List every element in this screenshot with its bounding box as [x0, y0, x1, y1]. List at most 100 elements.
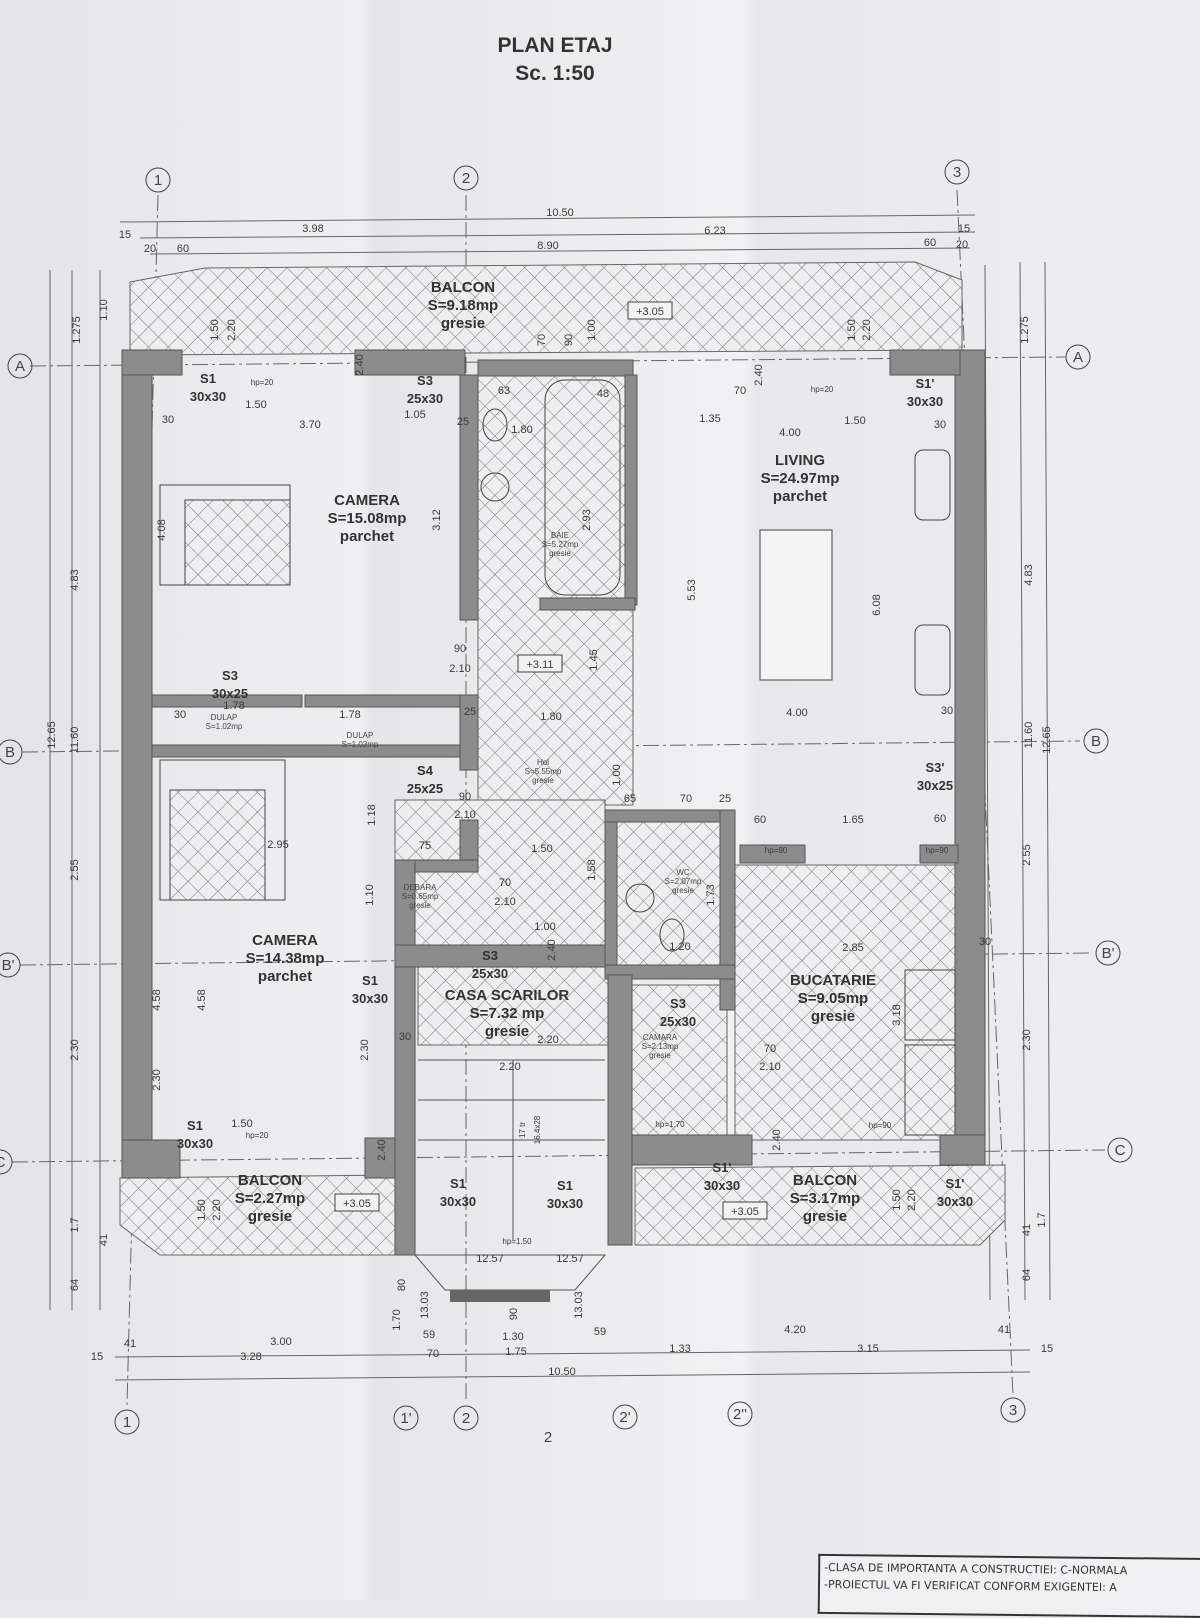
dimension-label: 1.50 [196, 1199, 208, 1220]
dimension-label: 2.30 [151, 1069, 163, 1090]
window-code: S3 [670, 996, 686, 1011]
level-marks: +3.05+3.11+3.05+3.05 [334, 301, 768, 1220]
room-name: DULAP [347, 731, 374, 740]
dimension-label: 30 [941, 705, 953, 717]
room-area: S=1.02mp [342, 740, 379, 749]
walls [121, 349, 986, 1256]
dimension-label: 1.50 [531, 843, 552, 855]
dimension-label: 1.50 [844, 415, 865, 427]
dimension-label: 1.70 [391, 1309, 403, 1330]
dimension-label: 1.05 [404, 409, 425, 421]
dimension-label: 10.50 [546, 207, 574, 219]
dimension-label: 2.10 [449, 663, 470, 675]
dimension-label: 1.50 [891, 1189, 903, 1210]
plan-title: PLAN ETAJ [497, 34, 612, 57]
room-name: BALCON [238, 1172, 302, 1189]
dimension-label: 75 [419, 840, 431, 852]
dimension-label: hp=20 [811, 385, 834, 394]
room-finish: parchet [340, 528, 394, 545]
axis-bubble-left: B [0, 739, 23, 765]
window-label: S3'30x25 [917, 760, 953, 793]
dimension-label: 30 [934, 419, 946, 431]
dimension-label: 2.40 [753, 364, 765, 385]
room-area: S=2.07mp [665, 877, 702, 886]
dimension-label: 2.40 [354, 354, 366, 375]
axis-label: B [5, 744, 15, 761]
axis-label: C [0, 1154, 6, 1171]
dimension-label: 1.50 [846, 319, 858, 340]
hall-lower-floor [394, 799, 606, 966]
dimension-label: 70 [680, 793, 692, 805]
room-area: S=5.27mp [542, 540, 579, 549]
axis-label: 2'' [733, 1406, 747, 1423]
dimension-label: 1.80 [511, 424, 532, 436]
axis-circle [1095, 940, 1121, 966]
axis-bubble-right: B' [1095, 940, 1121, 966]
dimension-label: 90 [459, 791, 471, 803]
dimension-label: 2.95 [267, 839, 288, 851]
note-line: -PROIECTUL VA FI VERIFICAT CONFORM EXIGE… [823, 1577, 1117, 1595]
axis-label: 1' [400, 1410, 411, 1427]
dimension-label: 41 [98, 1234, 110, 1246]
dimension-label: 60 [177, 243, 189, 255]
axis-circle [7, 353, 33, 379]
axis-label: 1 [154, 172, 162, 189]
dimension-label: 90 [563, 334, 575, 346]
level-box [334, 1193, 380, 1212]
dimension-label: 64 [1021, 1269, 1033, 1281]
axis-circle [0, 952, 21, 978]
dimension-label: 1.30 [502, 1331, 523, 1343]
level-label: +3.05 [343, 1198, 371, 1210]
dimension-label: hp=20 [251, 378, 274, 387]
dimension-label: 1.50 [231, 1118, 252, 1130]
axis-label: A [1073, 349, 1083, 366]
plan-scale: Sc. 1:50 [515, 62, 594, 85]
room-area: S=14.38mp [246, 950, 325, 967]
window-code: S1 [200, 371, 216, 386]
room-area: S=2.27mp [235, 1190, 305, 1207]
dimension-label: 59 [423, 1329, 435, 1341]
window-code: S3' [926, 760, 945, 775]
dimension-label: 70 [427, 1348, 439, 1360]
axis-circle [114, 1409, 140, 1435]
axis-circle [944, 159, 970, 185]
room-labels: BALCONS=9.18mpgresieCAMERAS=15.08mpparch… [206, 279, 876, 1225]
room-area: S=3.17mp [790, 1190, 860, 1207]
dimension-label: 12.57 [556, 1253, 584, 1265]
axis-label: 2 [462, 170, 470, 187]
dimension-label: 60 [924, 237, 936, 249]
hall-and-bath-floor [477, 374, 634, 806]
window-size: 25x30 [660, 1014, 696, 1029]
axis-label: 1 [123, 1414, 131, 1431]
room-area: S=24.97mp [761, 470, 840, 487]
dimension-label: 12.65 [46, 721, 58, 749]
room-area: S=1.02mp [206, 722, 243, 731]
axis-bubble-bottom: 2' [612, 1404, 638, 1430]
room-name: BUCATARIE [790, 972, 876, 989]
axis-bubble-right: C [1107, 1137, 1133, 1163]
room-finish: gresie [248, 1208, 292, 1225]
dimension-label: 1.00 [534, 921, 555, 933]
level-box [627, 301, 673, 320]
dimension-label: hp=20 [246, 1131, 269, 1140]
room-name: DEBARA [404, 883, 438, 892]
axis-bubble-bottom: 2'' [727, 1401, 753, 1427]
dimension-label: 2.20 [211, 1199, 223, 1220]
dimension-label: 30 [979, 936, 991, 948]
dimension-label: 2.93 [581, 509, 593, 530]
dimension-label: 30 [174, 709, 186, 721]
room-area: S=9.18mp [428, 297, 498, 314]
dimension-label: 65 [624, 793, 636, 805]
room-area: S=9.05mp [798, 990, 868, 1007]
dimension-label: 1.50 [209, 319, 221, 340]
dimension-label: 30 [399, 1031, 411, 1043]
section-mark-label: 2 [544, 1429, 552, 1446]
